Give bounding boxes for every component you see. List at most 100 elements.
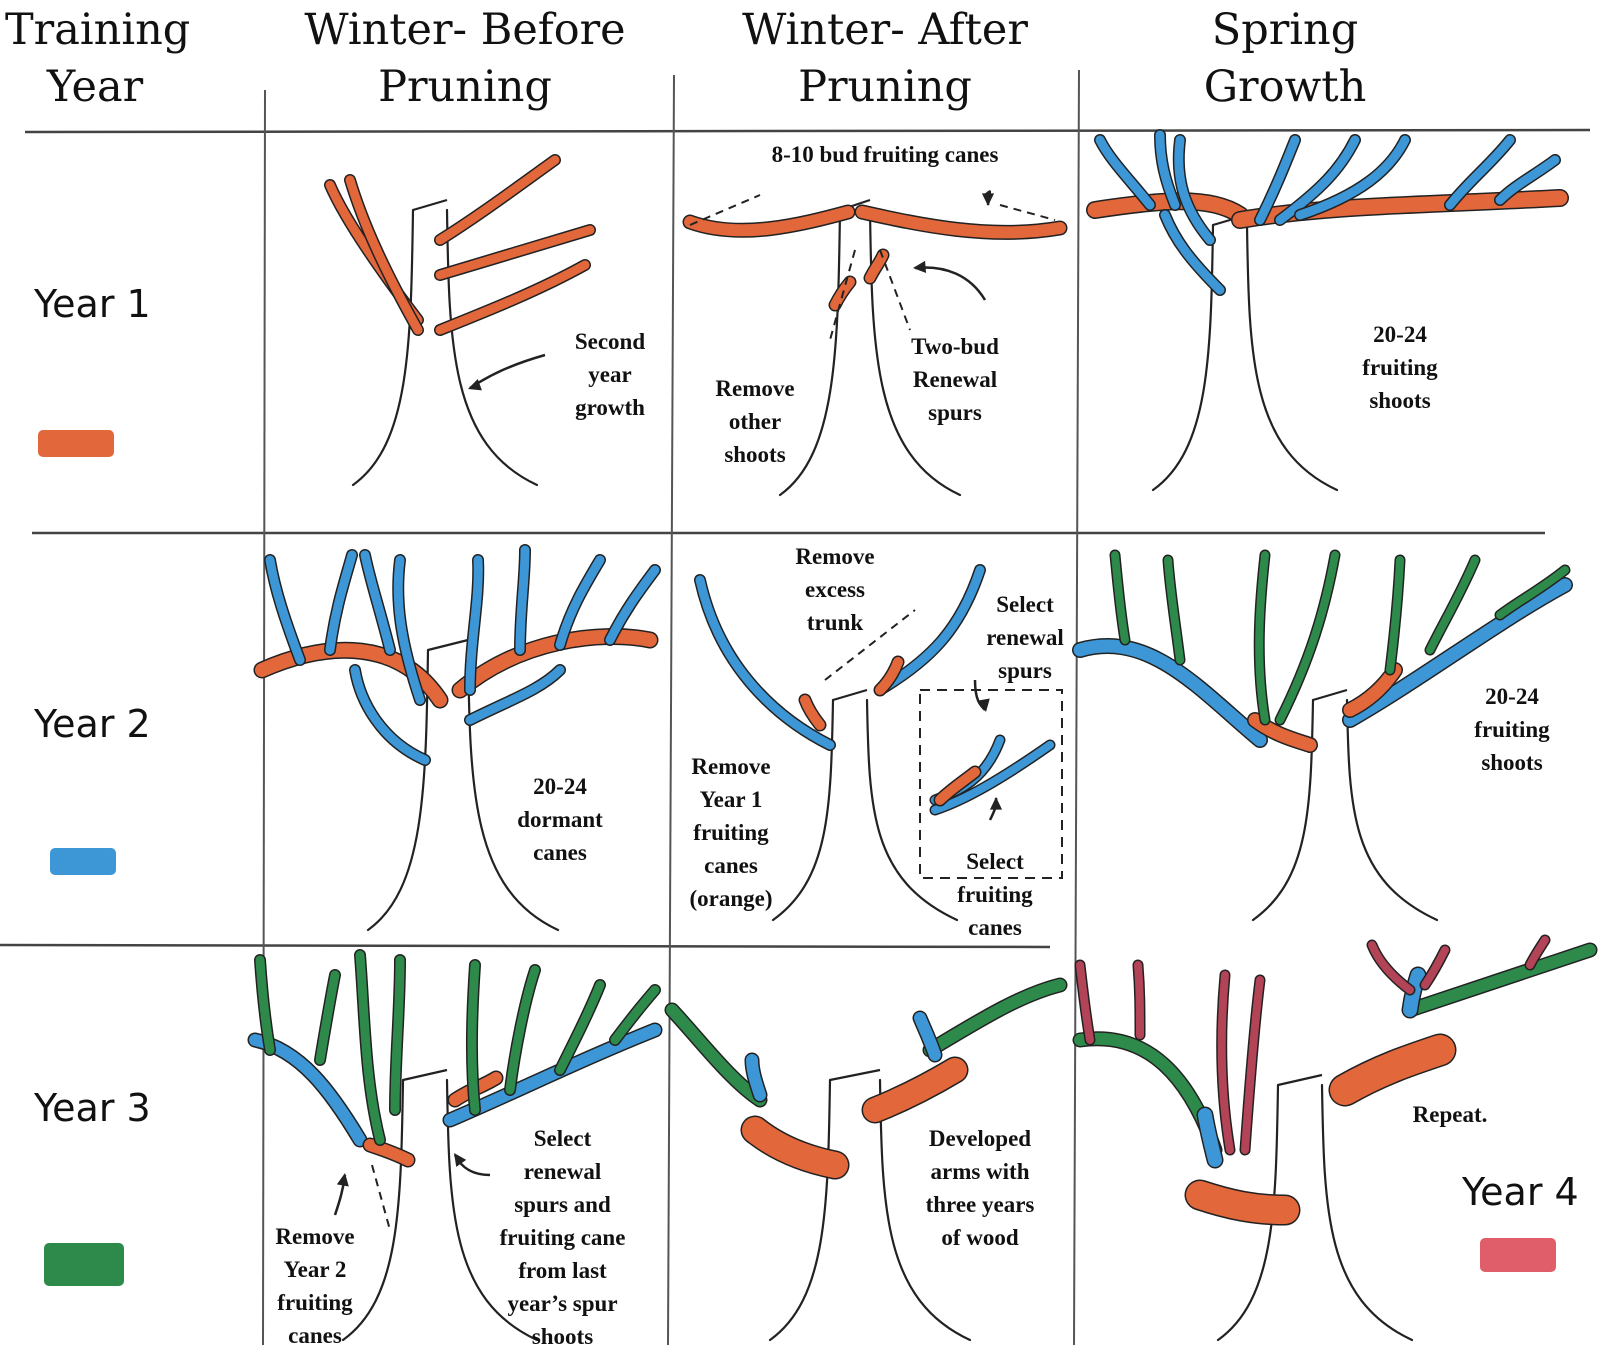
year-label-4: Year 4 bbox=[1462, 1170, 1579, 1214]
note-line: Two-bud bbox=[895, 330, 1015, 363]
header-line: Training bbox=[5, 2, 185, 59]
arm-orange-right bbox=[862, 212, 1060, 232]
note-line: canes bbox=[672, 849, 790, 882]
note-line: renewal bbox=[975, 621, 1075, 654]
note-line: Remove bbox=[255, 1220, 375, 1253]
cane-blue bbox=[270, 560, 300, 660]
header-winter-before: Winter- Before Pruning bbox=[300, 2, 630, 116]
note-line: canes bbox=[505, 836, 615, 869]
arrow-select-renewal-3-head bbox=[454, 1153, 466, 1167]
note-line: Year 2 bbox=[255, 1253, 375, 1286]
year-3-swatch bbox=[44, 1243, 124, 1286]
note-line: Select bbox=[940, 845, 1050, 878]
arm-orange bbox=[875, 1070, 955, 1110]
header-line: Pruning bbox=[730, 59, 1040, 116]
note-line: shoots bbox=[480, 1320, 645, 1353]
header-line: Year bbox=[5, 59, 185, 116]
note-line: fruiting bbox=[1452, 713, 1572, 746]
arrow-fruiting-canes-head bbox=[982, 193, 994, 206]
header-training-year: Training Year bbox=[5, 2, 185, 116]
header-line: Spring bbox=[1170, 2, 1400, 59]
arrow-renewal-spurs-head bbox=[913, 261, 926, 273]
note-line: arms with bbox=[905, 1155, 1055, 1188]
vine-trunk-r2c3-cut bbox=[1313, 690, 1347, 700]
note-line: fruiting bbox=[1340, 351, 1460, 384]
year-label-1: Year 1 bbox=[34, 282, 151, 326]
note-line: year’s spur bbox=[480, 1287, 645, 1320]
cane-green bbox=[472, 965, 475, 1110]
note-line: Remove bbox=[700, 372, 810, 405]
arm-green bbox=[930, 985, 1060, 1050]
note-line: Year 1 bbox=[672, 783, 790, 816]
shoot-red bbox=[1372, 945, 1410, 990]
note-line: spurs bbox=[895, 396, 1015, 429]
note-line: fruiting bbox=[940, 878, 1050, 911]
cane-blue bbox=[398, 560, 420, 700]
note-line: year bbox=[555, 358, 665, 391]
note-remove-year1-canes: Remove Year 1 fruiting canes (orange) bbox=[672, 750, 790, 915]
cane-blue bbox=[365, 555, 390, 650]
note-line: shoots bbox=[1340, 384, 1460, 417]
note-line: Renewal bbox=[895, 363, 1015, 396]
note-select-fruiting-canes: Select fruiting canes bbox=[940, 845, 1050, 944]
shoot-red bbox=[1138, 965, 1140, 1035]
cane-orange bbox=[440, 265, 585, 330]
header-spring: Spring Growth bbox=[1170, 2, 1400, 116]
note-select-renewal-spurs-2: Select renewal spurs bbox=[975, 588, 1075, 687]
arrow-remove-year2-head bbox=[337, 1173, 349, 1186]
note-line: Select bbox=[975, 588, 1075, 621]
arrow-second-year bbox=[470, 355, 545, 388]
note-dormant-canes: 20-24 dormant canes bbox=[505, 770, 615, 869]
note-fruiting-canes-top: 8-10 bud fruiting canes bbox=[735, 138, 1035, 171]
year-2-swatch bbox=[50, 848, 116, 875]
year-1-swatch bbox=[38, 430, 114, 457]
note-line: three years bbox=[905, 1188, 1055, 1221]
note-line: dormant bbox=[505, 803, 615, 836]
header-line: Pruning bbox=[300, 59, 630, 116]
header-line: Winter- Before bbox=[300, 2, 630, 59]
vine-trunk-r3c3-cut bbox=[1278, 1075, 1322, 1085]
vine-trunk-r3c2-cut bbox=[830, 1070, 880, 1080]
vine-trunk-r1c1-cut bbox=[413, 200, 447, 210]
note-renewal-spurs: Two-bud Renewal spurs bbox=[895, 330, 1015, 429]
note-line: 20-24 bbox=[1452, 680, 1572, 713]
cane-orange bbox=[440, 160, 555, 240]
spur-blue bbox=[920, 1018, 935, 1055]
shoot-red bbox=[1080, 965, 1090, 1040]
note-line: fruiting cane bbox=[480, 1221, 645, 1254]
note-line: growth bbox=[555, 391, 665, 424]
note-line: 8-10 bud fruiting canes bbox=[735, 138, 1035, 171]
note-remove-other-shoots: Remove other shoots bbox=[700, 372, 810, 471]
shoot-blue bbox=[1100, 140, 1150, 205]
cane-blue bbox=[520, 550, 525, 650]
note-line: shoots bbox=[700, 438, 810, 471]
cane-green bbox=[395, 960, 400, 1110]
note-line: from last bbox=[480, 1254, 645, 1287]
note-line: trunk bbox=[775, 606, 895, 639]
note-line: other bbox=[700, 405, 810, 438]
arm-blue bbox=[450, 1030, 655, 1120]
year-4-swatch bbox=[1480, 1238, 1556, 1272]
note-line: spurs and bbox=[480, 1188, 645, 1221]
note-line: of wood bbox=[905, 1221, 1055, 1254]
header-line: Winter- After bbox=[730, 2, 1040, 59]
vine-trunk-r1c3 bbox=[1153, 225, 1337, 490]
cane-orange bbox=[350, 180, 418, 330]
vine-trunk-r2c1-cut bbox=[428, 640, 468, 650]
note-line: shoots bbox=[1452, 746, 1572, 779]
arrow-select-fruiting-head bbox=[990, 797, 1002, 810]
note-line: canes bbox=[940, 911, 1050, 944]
header-winter-after: Winter- After Pruning bbox=[730, 2, 1040, 116]
note-line: Developed bbox=[905, 1122, 1055, 1155]
note-second-year-growth: Second year growth bbox=[555, 325, 665, 424]
vine-trunk-r2c2-cut bbox=[833, 690, 867, 700]
note-line: 20-24 bbox=[505, 770, 615, 803]
note-line: Remove bbox=[775, 540, 895, 573]
note-line: Select bbox=[480, 1122, 645, 1155]
arm-orange bbox=[1200, 1195, 1285, 1210]
arm-green bbox=[1080, 1039, 1215, 1150]
note-line: Second bbox=[555, 325, 665, 358]
note-line: canes bbox=[255, 1319, 375, 1352]
note-line: Remove bbox=[672, 750, 790, 783]
